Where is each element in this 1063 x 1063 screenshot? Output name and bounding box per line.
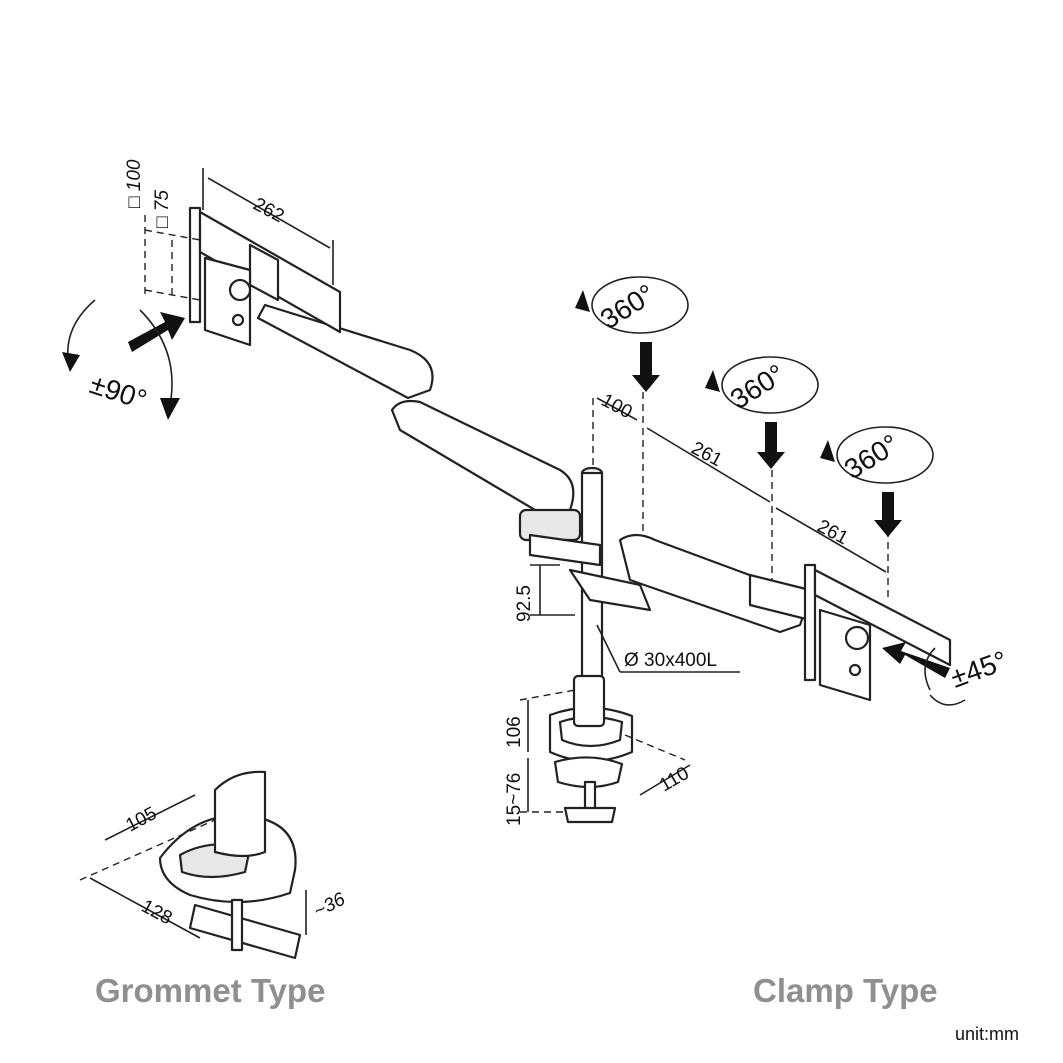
dim-vesa-100: □ 100 bbox=[124, 159, 145, 208]
left-monitor-mount bbox=[188, 206, 342, 347]
rot-tilt-45: ±45° bbox=[946, 645, 1011, 694]
unit-label: unit:mm bbox=[955, 1024, 1020, 1044]
dim-grommet-128: 128 bbox=[138, 896, 176, 929]
grommet-base bbox=[158, 770, 302, 960]
right-monitor-mount bbox=[803, 563, 952, 702]
grommet-type-label: Grommet Type bbox=[95, 972, 326, 1009]
dim-grommet-105: 105 bbox=[122, 803, 160, 836]
clamp-base bbox=[548, 674, 634, 824]
right-arm bbox=[528, 533, 812, 634]
dim-arm2-261: 261 bbox=[814, 516, 852, 549]
dimension-lines bbox=[79, 168, 889, 939]
dim-pole: Ø 30x400L bbox=[624, 650, 717, 671]
dim-clamp-110: 110 bbox=[656, 763, 693, 796]
dim-offset-100: 100 bbox=[598, 390, 636, 423]
rotation-arcs bbox=[62, 276, 966, 706]
dim-grommet-36: ~36 bbox=[310, 889, 349, 923]
dim-base-106: 106 bbox=[504, 716, 525, 748]
dim-arm1-261: 261 bbox=[688, 438, 726, 471]
dim-height-92-5: 92.5 bbox=[514, 585, 535, 622]
rot-tilt-90: ±90° bbox=[86, 368, 150, 415]
left-arm bbox=[256, 303, 582, 542]
dim-clamp-range: 15~76 bbox=[504, 773, 525, 826]
arrows bbox=[128, 312, 950, 678]
dim-width-262: 262 bbox=[250, 194, 288, 227]
dim-vesa-75: □ 75 bbox=[152, 190, 173, 228]
clamp-type-label: Clamp Type bbox=[753, 972, 938, 1009]
